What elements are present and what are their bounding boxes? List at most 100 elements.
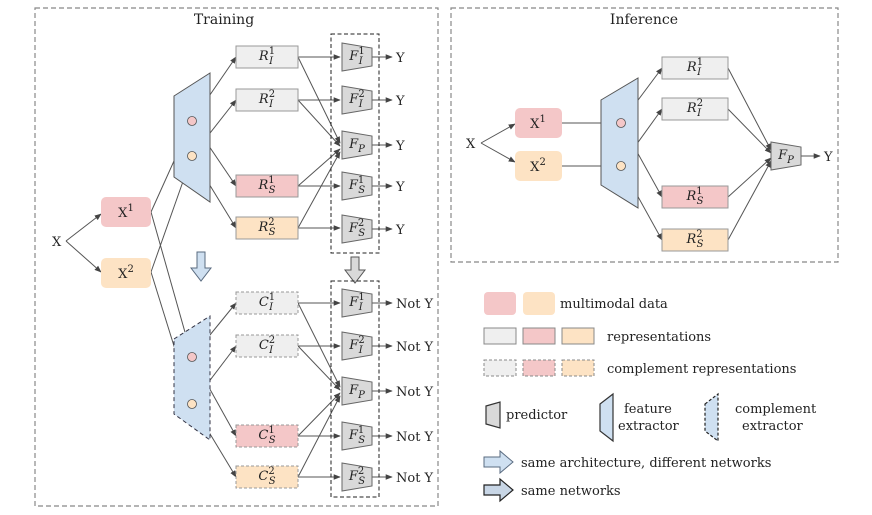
train-input-x: X	[52, 235, 62, 250]
inf-fe-node-1	[616, 118, 626, 128]
train-predictor-bottom-4	[341, 421, 373, 451]
train-output-not-y-2: Not Y	[396, 340, 434, 355]
legend-complement-text-2: extractor	[742, 419, 804, 434]
training-title: Training	[194, 12, 254, 28]
train-x1-box	[101, 197, 151, 227]
inf-rep-box-3	[661, 185, 729, 209]
train-predictor-top-1	[341, 42, 373, 72]
legend-crep-text: complement representations	[607, 362, 796, 377]
inf-rep-box-4	[661, 228, 729, 252]
train-output-y-1: Y	[395, 51, 405, 66]
train-rep-box-4	[235, 216, 299, 240]
train-output-y-3: Y	[395, 139, 405, 154]
train-output-not-y-3: Not Y	[396, 385, 434, 400]
train-fe-node-1	[187, 116, 197, 126]
legend-rep-gray	[483, 327, 517, 345]
legend-rep-text: representations	[607, 330, 711, 345]
legend-complement-extractor-icon	[704, 392, 719, 443]
train-output-not-y-4: Not Y	[396, 430, 434, 445]
inference-panel	[450, 7, 839, 263]
inf-fe-node-2	[616, 161, 626, 171]
legend-predictor-text: predictor	[506, 408, 568, 423]
legend-crep-gray	[483, 359, 517, 377]
train-fe-node-2	[187, 151, 197, 161]
inf-input-x: X	[466, 137, 476, 152]
train-comp-rep-box-1	[235, 291, 299, 315]
train-output-y-2: Y	[395, 94, 405, 109]
legend-feature-text-1: feature	[624, 402, 672, 417]
legend-same-net-arrow	[483, 477, 514, 503]
inf-x1-box	[515, 108, 562, 138]
train-predictor-group-top	[330, 33, 380, 254]
inf-predictor	[770, 141, 802, 171]
train-predictor-bottom-1	[341, 288, 373, 318]
train-predictor-bottom-3-label: FP	[348, 383, 365, 401]
train-predictor-top-5	[341, 214, 373, 244]
train-comp-rep-box-4	[235, 465, 299, 489]
train-feature-extractor	[173, 72, 211, 203]
train-predictor-top-3	[341, 130, 373, 160]
legend-predictor-icon	[485, 401, 501, 429]
train-rep-box-2	[235, 88, 299, 112]
legend-feature-text-2: extractor	[618, 419, 680, 434]
train-predictor-bottom-2	[341, 331, 373, 361]
legend-multimodal-text: multimodal data	[560, 297, 668, 312]
train-ce-node-1	[187, 352, 197, 362]
legend-same-arch-text: same architecture, different networks	[521, 456, 771, 471]
same-architecture-arrow	[189, 251, 213, 282]
same-network-arrow	[343, 256, 367, 284]
train-predictor-top-4	[341, 171, 373, 201]
train-comp-rep-box-3	[235, 424, 299, 448]
legend-multimodal-peach	[523, 292, 555, 315]
train-predictor-group-bottom	[330, 280, 380, 498]
legend-feature-extractor-icon	[599, 392, 614, 443]
legend-rep-pink	[522, 327, 556, 345]
training-panel	[34, 7, 439, 507]
inf-rep-box-1	[661, 56, 729, 80]
legend-complement-text-1: complement	[735, 402, 817, 417]
train-output-y-4: Y	[395, 180, 405, 195]
train-predictor-top-3-label: FP	[348, 137, 365, 155]
train-output-y-5: Y	[395, 223, 405, 238]
train-complement-extractor	[173, 315, 211, 441]
train-rep-box-1	[235, 45, 299, 69]
legend-same-net-text: same networks	[521, 484, 621, 499]
inf-x2-box	[515, 151, 562, 181]
legend-same-arch-arrow	[483, 449, 514, 475]
legend-crep-peach	[561, 359, 595, 377]
train-rep-box-3	[235, 174, 299, 198]
train-comp-rep-box-2	[235, 334, 299, 358]
train-x2-box	[101, 258, 151, 288]
train-ce-node-2	[187, 399, 197, 409]
inf-predictor-label: FP	[777, 148, 794, 166]
legend-multimodal-pink	[484, 292, 516, 315]
train-predictor-bottom-3	[341, 376, 373, 406]
train-predictor-bottom-5	[341, 462, 373, 492]
legend-crep-pink	[522, 359, 556, 377]
inference-title: Inference	[610, 12, 678, 28]
train-predictor-top-2	[341, 85, 373, 115]
legend-rep-peach	[561, 327, 595, 345]
inf-feature-extractor	[600, 77, 639, 209]
train-output-not-y-1: Not Y	[396, 297, 434, 312]
inf-output-y: Y	[823, 150, 833, 165]
